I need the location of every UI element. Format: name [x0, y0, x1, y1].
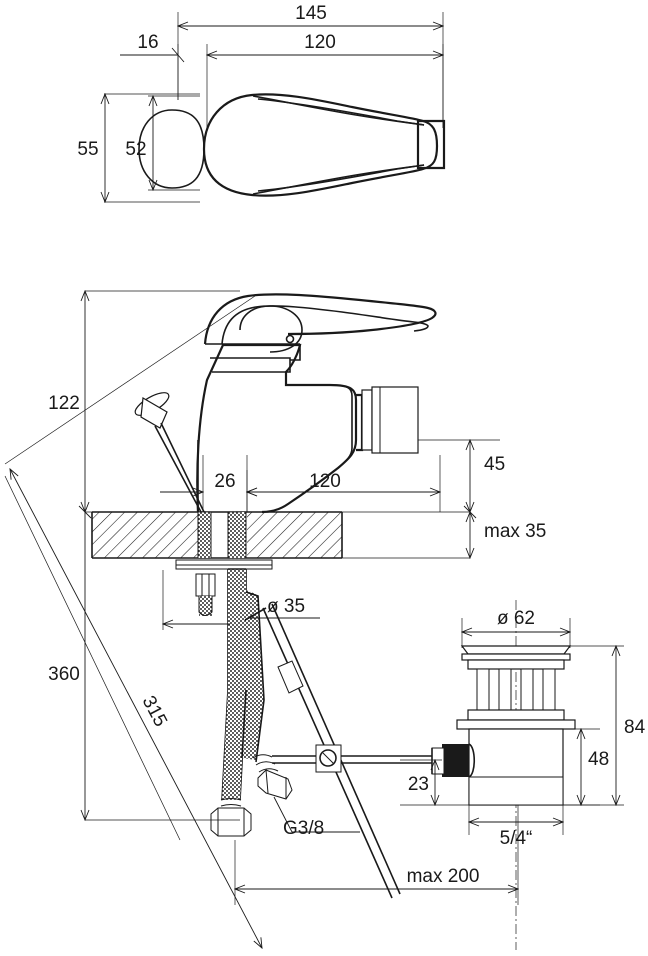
- dim-dia-62-label: ø 62: [497, 608, 535, 629]
- dim-max-35-label: max 35: [484, 521, 546, 542]
- dim-145-label: 145: [295, 3, 327, 24]
- lever-handle-top-outline: [138, 93, 446, 197]
- dim-26-label: 26: [214, 471, 235, 492]
- waste-assembly-group: ø 62 84 48 23: [400, 600, 646, 950]
- dim-52: 52: [125, 96, 153, 190]
- dim-max-200: max 200: [235, 800, 518, 905]
- aerator-outlet: [356, 386, 419, 454]
- waste-threaded-tail: [468, 776, 564, 806]
- waste-cap: [460, 645, 572, 655]
- side-view-group: 122 26 120 45: [4, 291, 546, 948]
- dim-84-label: 84: [624, 717, 646, 738]
- dim-16: 16: [120, 32, 185, 63]
- dim-360-label: 360: [48, 664, 80, 685]
- dim-auxiliary-lines: [4, 295, 256, 841]
- dim-122-label: 122: [48, 393, 80, 414]
- waste-flange: [467, 709, 565, 721]
- dim-52-label: 52: [125, 139, 146, 160]
- waste-lever-boss: [431, 743, 476, 778]
- dim-G38: G3/8: [273, 796, 360, 839]
- dim-dia-35-label: ø 35: [267, 596, 305, 617]
- dim-5-4-label: 5/4“: [500, 828, 533, 849]
- dim-max-35: max 35: [470, 512, 546, 558]
- dim-48: 48: [563, 729, 609, 805]
- popup-linkage-rod: [262, 603, 452, 899]
- dim-120-top: 120: [207, 32, 443, 55]
- dim-45: 45: [418, 440, 505, 519]
- dim-23: 23: [400, 760, 469, 805]
- dim-5-4: 5/4“: [469, 805, 563, 849]
- top-view-group: 145 16 120 55 52: [77, 3, 446, 202]
- dim-120-side-label: 120: [309, 471, 341, 492]
- dim-G38-label: G3/8: [283, 818, 324, 839]
- dim-122: 122: [48, 291, 240, 519]
- waste-slot-posts: [470, 668, 562, 711]
- dim-23-label: 23: [408, 774, 429, 795]
- dim-120-side: 120: [247, 455, 440, 512]
- lever-handle-side: [203, 293, 437, 373]
- spout-neck: [286, 384, 353, 469]
- dim-dia-62: ø 62: [462, 608, 570, 648]
- dim-16-label: 16: [137, 32, 158, 53]
- dim-45-label: 45: [484, 454, 505, 475]
- dim-55-label: 55: [77, 139, 98, 160]
- dim-120-top-label: 120: [304, 32, 336, 53]
- dim-max-200-label: max 200: [407, 866, 480, 887]
- dim-145: 145: [178, 3, 443, 26]
- dim-48-label: 48: [588, 749, 609, 770]
- dim-55: 55: [77, 94, 105, 202]
